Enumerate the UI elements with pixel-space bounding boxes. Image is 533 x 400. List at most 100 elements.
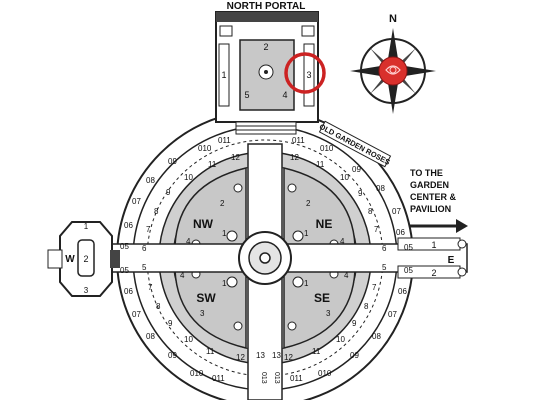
bed-label: 10: [340, 173, 349, 182]
portal-number-4: 4: [282, 90, 287, 100]
bed-label: 011: [290, 374, 303, 383]
west-pavilion: [47, 221, 120, 297]
bed-label: 09: [168, 351, 177, 360]
east-paths: [397, 237, 467, 279]
bed-label: 12: [236, 353, 245, 362]
bed-label: 08: [146, 176, 155, 185]
west-number: 2: [83, 254, 88, 264]
bed-label: 05: [404, 266, 413, 275]
bed-label: 3: [326, 309, 331, 318]
to-garden-line-2: GARDEN: [410, 180, 449, 190]
bed-label: 013: [273, 372, 280, 384]
bed-label: 09: [352, 165, 361, 174]
bed-label: 07: [132, 197, 141, 206]
bed-label: 11: [208, 160, 217, 169]
bed-label: 8: [154, 207, 159, 216]
portal-number-3: 3: [306, 70, 311, 80]
bed-label: 07: [392, 207, 401, 216]
portal-steps: [235, 121, 297, 135]
bed-label: 8: [156, 302, 161, 311]
bed-label: 013: [260, 372, 267, 384]
bed-label: 11: [312, 347, 321, 356]
bed-label: 9: [358, 189, 363, 198]
rose-icon: [378, 56, 408, 86]
bed-label: 09: [168, 157, 177, 166]
bed-label: 11: [206, 347, 215, 356]
bed-label: 8: [364, 302, 369, 311]
quadrant-label-sw: SW: [196, 291, 216, 305]
bed-label: 7: [372, 283, 377, 292]
bed-label: 06: [396, 228, 405, 237]
bed-label: 08: [372, 332, 381, 341]
bed-label: 1: [304, 229, 309, 238]
bed-label: 7: [148, 283, 153, 292]
bed-label: 7: [374, 225, 379, 234]
bed-label: 1: [304, 279, 309, 288]
bed-label: 08: [146, 332, 155, 341]
west-bed-3: 3: [84, 286, 89, 295]
bed-label: 10: [336, 335, 345, 344]
bed-label: 2: [306, 199, 311, 208]
bed-label: 010: [190, 369, 204, 378]
quadrant-label-se: SE: [314, 291, 330, 305]
bed-label: 13: [256, 351, 265, 360]
quadrant-sw: [174, 269, 247, 349]
bed-label: 5: [382, 263, 387, 272]
east-path-1: 1: [431, 240, 436, 250]
bed-label: 8: [368, 207, 373, 216]
bed-label: 13: [272, 351, 281, 360]
quadrant-beds: [174, 167, 356, 349]
highlight-circle: [284, 52, 326, 94]
compass-rose: [350, 28, 436, 114]
bed-label: 06: [124, 221, 133, 230]
bed-label: 12: [284, 353, 293, 362]
portal-bed-1: [218, 43, 230, 107]
bed-label: 4: [344, 271, 349, 280]
bed-label: 05: [120, 266, 129, 275]
bed-label: 010: [198, 144, 212, 153]
bed-label: 010: [320, 144, 334, 153]
bottom-center-labels: 13 13 013 013: [256, 351, 281, 384]
bed-label: 09: [350, 351, 359, 360]
portal-bed-3: [303, 43, 315, 107]
to-garden-line-1: TO THE: [410, 168, 443, 178]
east-path-2: 2: [431, 268, 436, 278]
portal-number-5: 5: [244, 90, 249, 100]
bed-label: 4: [180, 271, 185, 280]
bed-label: 4: [186, 237, 191, 246]
inner-bed-labels: 12 11 10 9 8 7 6 5 12 11 10 9 8 7 6 5 7 …: [142, 153, 387, 362]
to-garden-line-4: PAVILION: [410, 204, 451, 214]
bed-label: 12: [231, 153, 240, 162]
bed-label: 1: [222, 229, 227, 238]
bed-label: 6: [142, 244, 147, 253]
outer-bed-labels: 011 010 09 08 07 06 05 011 010 09 08 07 …: [120, 136, 413, 383]
bed-label: 12: [290, 153, 299, 162]
bed-label: 011: [212, 374, 225, 383]
quadrant-nw: [174, 167, 247, 247]
bed-label: 07: [132, 310, 141, 319]
bed-label: 011: [218, 136, 231, 145]
bed-label: 10: [184, 335, 193, 344]
bed-label: 3: [200, 309, 205, 318]
bed-label: 7: [146, 225, 151, 234]
quadrant-bed-numbers: 1 2 4 1 2 4 1 3 4 1 3 4: [180, 199, 349, 318]
west-letter: W: [65, 254, 75, 265]
bed-label: 06: [398, 287, 407, 296]
bed-label: 06: [124, 287, 133, 296]
west-bed-1: 1: [84, 222, 89, 231]
bed-label: 11: [316, 160, 325, 169]
north-portal: [215, 11, 319, 135]
bed-label: 05: [404, 243, 413, 252]
quadrant-label-nw: NW: [193, 217, 214, 231]
bed-label: 10: [184, 173, 193, 182]
east-letter: E: [448, 255, 455, 266]
bed-label: 9: [168, 319, 173, 328]
portal-number-1: 1: [221, 70, 226, 80]
bed-label: 2: [220, 199, 225, 208]
quadrant-label-ne: NE: [316, 217, 333, 231]
bed-label: 05: [120, 242, 129, 251]
bed-label: 4: [340, 237, 345, 246]
bed-label: 5: [142, 263, 147, 272]
compass-n-label: N: [389, 13, 397, 25]
